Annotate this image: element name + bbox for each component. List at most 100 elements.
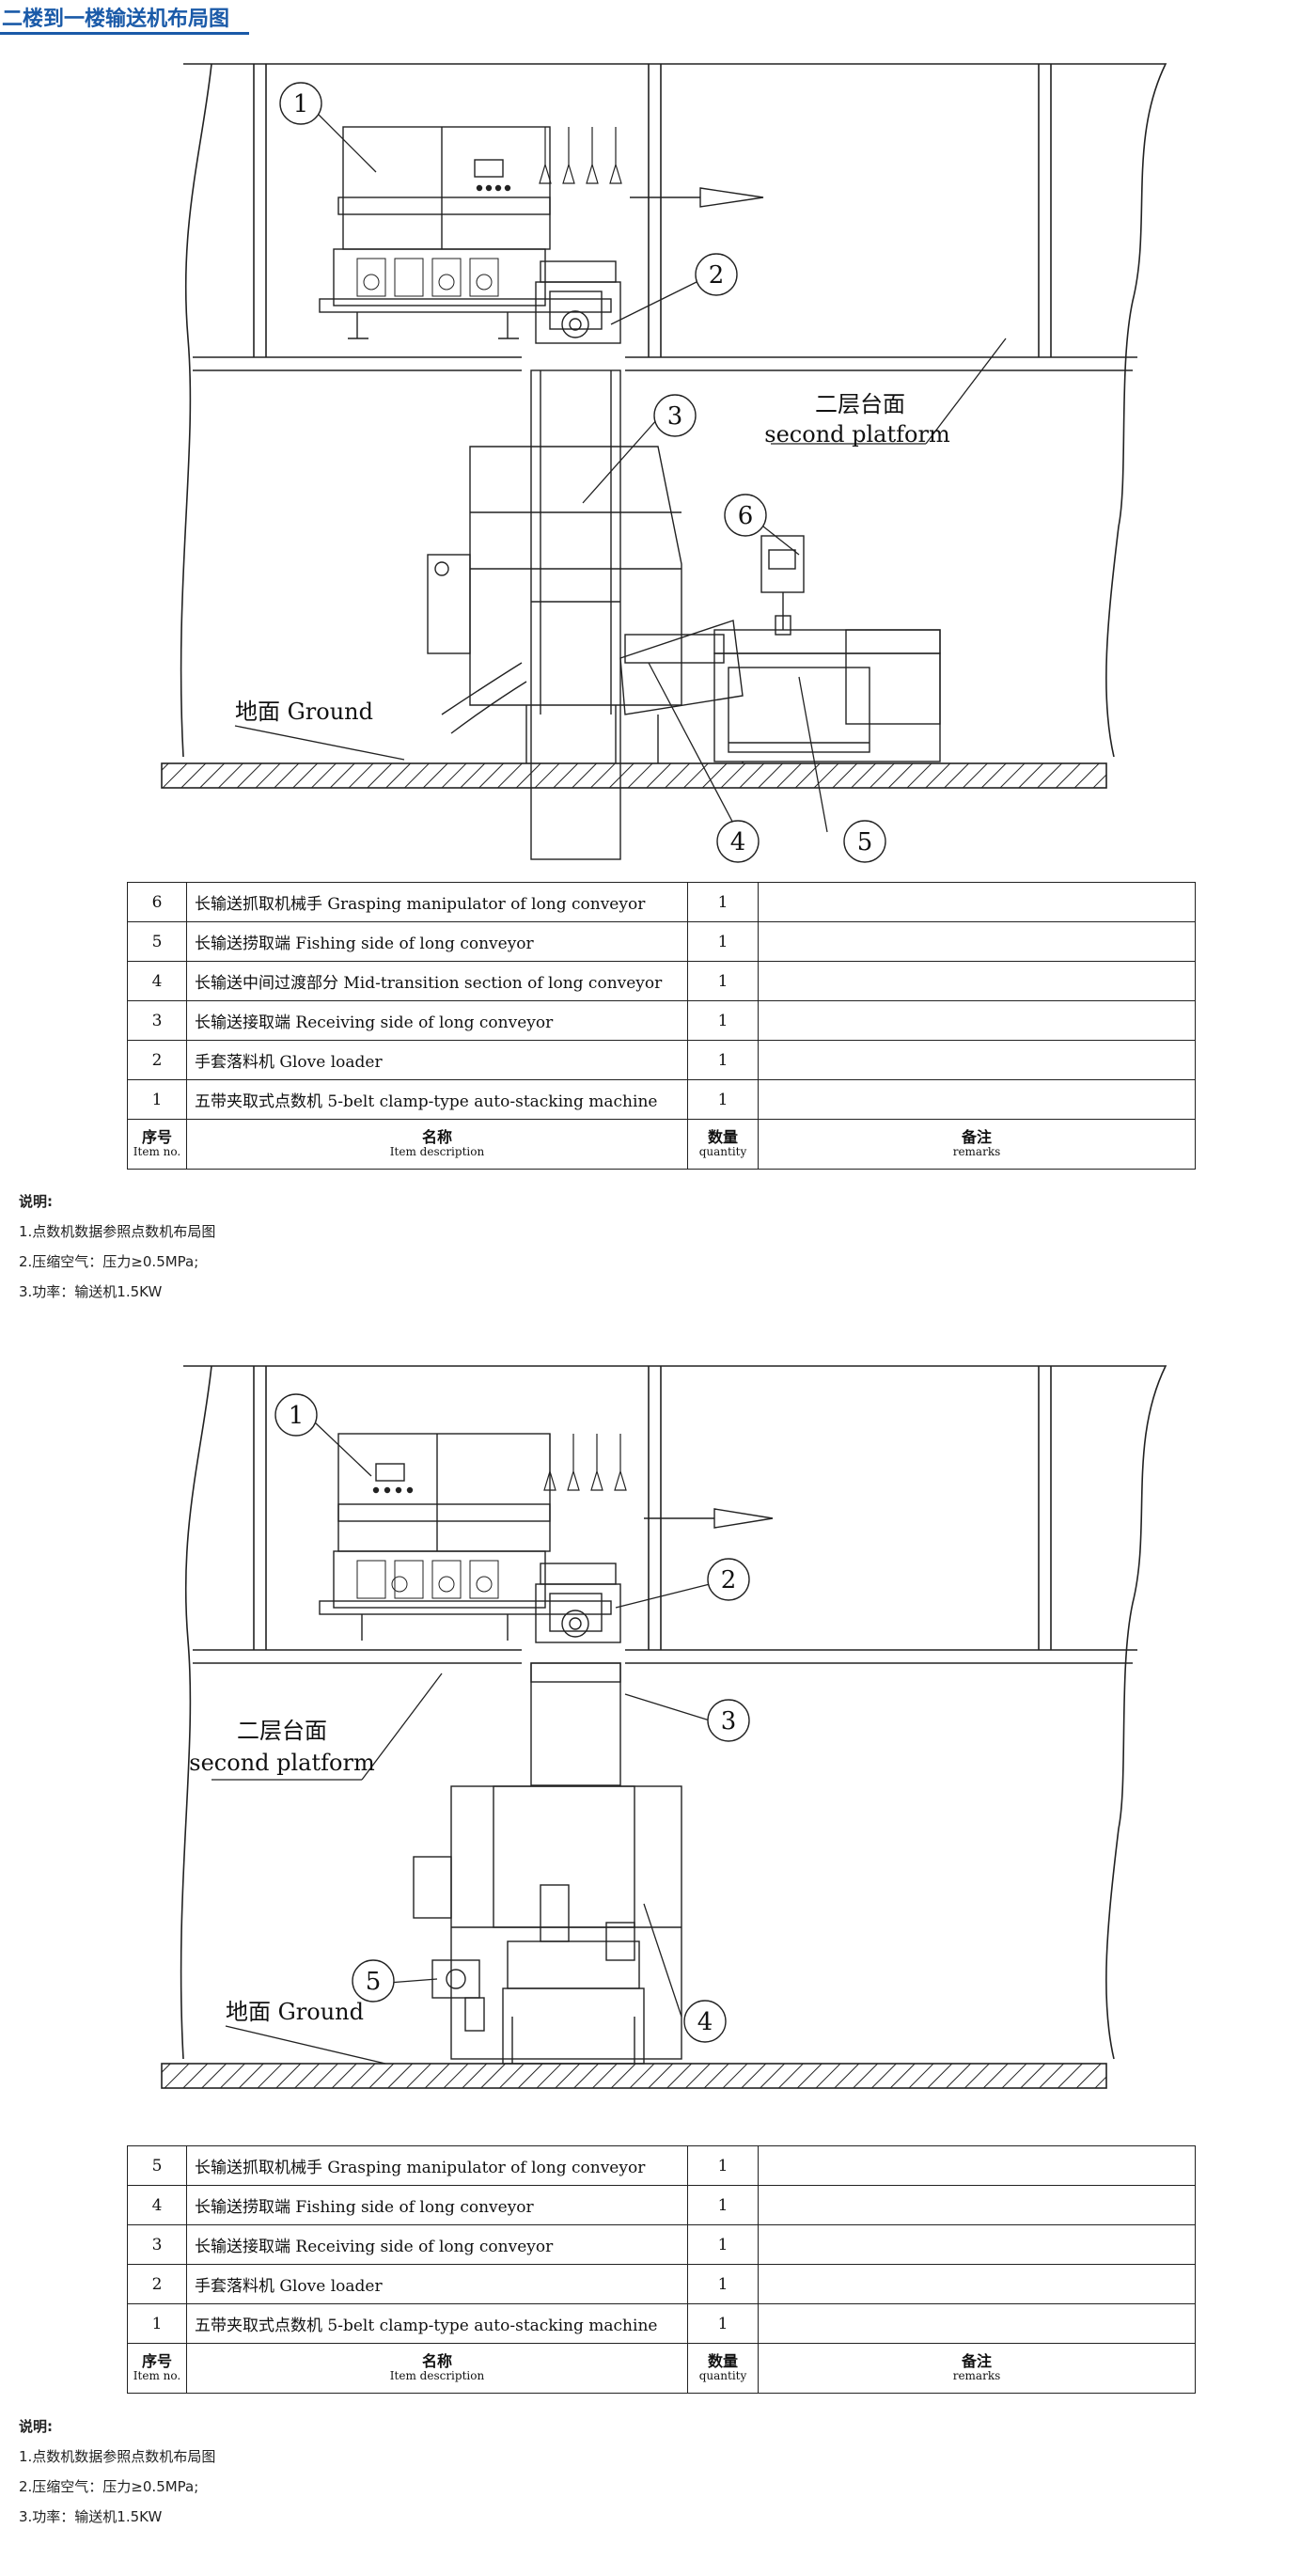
item-remarks [758,2145,1196,2186]
item-description: 长输送接取端 Receiving side of long conveyor [186,1000,688,1041]
table-row: 2 手套落料机 Glove loader 1 [127,2264,1196,2304]
title-underline [0,32,249,35]
notes-1: 说明: 1.点数机数据参照点数机布局图 2.压缩空气：压力≥0.5MPa; 3.… [19,1186,215,1307]
callout-2: 2 [709,261,725,290]
table-row: 4 长输送中间过渡部分 Mid-transition section of lo… [127,961,1196,1001]
item-description: 长输送中间过渡部分 Mid-transition section of long… [186,961,688,1001]
item-description: 长输送接取端 Receiving side of long conveyor [186,2224,688,2265]
table-row: 6 长输送抓取机械手 Grasping manipulator of long … [127,882,1196,922]
note-line: 1.点数机数据参照点数机布局图 [19,1223,216,1240]
item-no: 3 [127,2224,187,2265]
callout-1: 1 [293,90,309,118]
item-description: 手套落料机 Glove loader [186,2264,688,2304]
item-quantity: 1 [687,2224,759,2265]
notes-heading: 说明: [19,1193,53,1210]
callout-2: 2 [721,1566,737,1594]
item-no: 1 [127,2303,187,2344]
item-quantity: 1 [687,921,759,962]
item-description: 手套落料机 Glove loader [186,1040,688,1080]
item-no: 6 [127,882,187,922]
item-quantity: 1 [687,961,759,1001]
item-remarks [758,882,1196,922]
fishing-side-1 [713,629,941,763]
notes-2: 说明: 1.点数机数据参照点数机布局图 2.压缩空气：压力≥0.5MPa; 3.… [19,2411,215,2532]
notes-heading: 说明: [19,2418,53,2435]
item-remarks [758,2224,1196,2265]
callout-3: 3 [667,402,683,431]
item-no: 3 [127,1000,187,1041]
note-line: 3.功率：输送机1.5KW [19,2508,163,2525]
callout-1: 1 [289,1402,305,1430]
item-remarks [758,1000,1196,1041]
counting-machine-1 [319,126,622,339]
layout-drawing-2: 1 2 3 4 5 二层台面 second platform 地面 Ground [161,1365,1167,2089]
table-row: 1 五带夹取式点数机 5-belt clamp-type auto-stacki… [127,1079,1196,1120]
item-quantity: 1 [687,1000,759,1041]
note-line: 3.功率：输送机1.5KW [19,1283,163,1300]
callout-4: 4 [730,828,746,856]
item-no: 2 [127,2264,187,2304]
item-description: 五带夹取式点数机 5-belt clamp-type auto-stacking… [186,1079,688,1120]
note-line: 2.压缩空气：压力≥0.5MPa; [19,2478,199,2495]
receiving-side-2 [413,1662,682,2060]
receiving-side-1 [427,369,682,860]
callout-3: 3 [721,1707,737,1736]
callout-4: 4 [697,2008,713,2036]
callout-5: 5 [366,1968,382,1996]
item-description: 长输送抓取机械手 Grasping manipulator of long co… [186,882,688,922]
item-description: 长输送抓取机械手 Grasping manipulator of long co… [186,2145,688,2186]
table-row: 5 长输送捞取端 Fishing side of long conveyor 1 [127,921,1196,962]
ground-label: 地面 Ground [235,699,373,725]
direction-arrow-1 [630,187,764,208]
item-quantity: 1 [687,1079,759,1120]
ground-slab [161,762,1107,789]
ground-slab [161,2063,1107,2089]
item-description: 长输送捞取端 Fishing side of long conveyor [186,2185,688,2225]
ground-label: 地面 Ground [226,1999,364,2025]
item-remarks [758,2264,1196,2304]
item-no: 2 [127,1040,187,1080]
direction-arrow-2 [644,1508,774,1529]
parts-table-2: 5 长输送抓取机械手 Grasping manipulator of long … [127,2145,1196,2394]
layout-drawing-1: 1 2 3 4 5 6 二层台面 second platform 地面 Grou… [161,63,1167,863]
item-quantity: 1 [687,2185,759,2225]
table-row: 5 长输送抓取机械手 Grasping manipulator of long … [127,2145,1196,2186]
item-no: 4 [127,2185,187,2225]
item-quantity: 1 [687,882,759,922]
glove-loader-1 [535,260,621,344]
item-description: 长输送捞取端 Fishing side of long conveyor [186,921,688,962]
item-remarks [758,2303,1196,2344]
item-remarks [758,2185,1196,2225]
table-row: 4 长输送捞取端 Fishing side of long conveyor 1 [127,2185,1196,2225]
mid-transition-1 [619,620,744,763]
fishing-side-2 [502,1922,645,2065]
manipulator-1 [760,535,805,636]
counting-machine-2 [319,1433,627,1641]
note-line: 2.压缩空气：压力≥0.5MPa; [19,1253,199,1270]
item-no: 4 [127,961,187,1001]
platform-label-zh: 二层台面 [815,391,905,417]
item-remarks [758,1079,1196,1120]
page-title: 二楼到一楼输送机布局图 [2,8,230,31]
manipulator-2 [431,1959,485,2032]
item-quantity: 1 [687,2303,759,2344]
item-remarks [758,921,1196,962]
item-description: 五带夹取式点数机 5-belt clamp-type auto-stacking… [186,2303,688,2344]
parts-table-1: 6 长输送抓取机械手 Grasping manipulator of long … [127,882,1196,1170]
item-quantity: 1 [687,2145,759,2186]
item-no: 1 [127,1079,187,1120]
platform-label-zh: 二层台面 [237,1718,327,1744]
table-row: 3 长输送接取端 Receiving side of long conveyor… [127,1000,1196,1041]
callout-5: 5 [857,828,873,856]
item-quantity: 1 [687,1040,759,1080]
callout-6: 6 [738,502,754,530]
item-no: 5 [127,921,187,962]
item-no: 5 [127,2145,187,2186]
